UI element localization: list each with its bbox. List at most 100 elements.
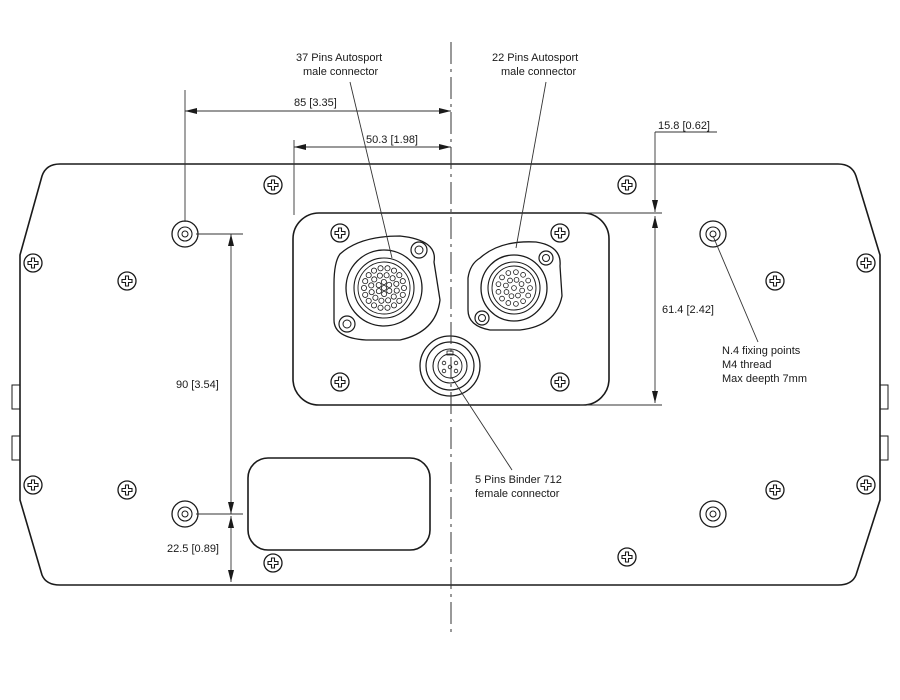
leader-fixing xyxy=(712,235,759,343)
screw-icon xyxy=(263,175,283,195)
screw-icon xyxy=(330,223,350,243)
pin-hole xyxy=(362,278,369,285)
pin-hole xyxy=(499,274,505,281)
pin-hole xyxy=(368,282,375,289)
pin-hole xyxy=(375,282,382,289)
pin-hole xyxy=(499,295,505,302)
screw-icon xyxy=(856,475,876,495)
right-tab-top xyxy=(879,384,889,410)
dimension-90-label: 90 [3.54] xyxy=(176,379,219,391)
label-22-pin-line2: male connector xyxy=(501,66,577,78)
pin-hole xyxy=(495,289,502,295)
pin-hole xyxy=(508,293,515,299)
pin-hole xyxy=(372,294,379,301)
pin-hole xyxy=(368,289,375,296)
pin-hole xyxy=(386,281,393,288)
screw-icon xyxy=(23,475,43,495)
dimension-50-3-label: 50.3 [1.98] xyxy=(366,134,418,146)
dimension-15-8: 15.8 [0.62] xyxy=(580,120,717,214)
pin-hole xyxy=(365,297,372,304)
pin-hole xyxy=(393,287,400,294)
pin-hole xyxy=(525,292,531,299)
pin-hole xyxy=(511,285,517,291)
pin-hole xyxy=(519,287,525,294)
pin-hole xyxy=(507,277,513,284)
fixing-point-icon xyxy=(171,500,199,528)
pin-hole xyxy=(380,278,387,285)
rectangular-cutout xyxy=(247,457,431,551)
label-22-pin-line1: 22 Pins Autosport xyxy=(492,52,578,64)
screw-icon xyxy=(617,547,637,567)
screw-icon xyxy=(23,253,43,273)
dimension-61-4: 61.4 [2.42] xyxy=(580,216,714,406)
pin-hole xyxy=(513,269,519,275)
pin-hole xyxy=(400,284,407,291)
pin-hole xyxy=(525,277,531,284)
pin-hole xyxy=(370,267,377,274)
label-binder-line2: female connector xyxy=(475,488,560,500)
pin-hole xyxy=(371,276,378,283)
leader-37-pin xyxy=(349,81,393,259)
dimension-50-3: 50.3 [1.98] xyxy=(293,134,451,215)
label-37-pin-line2: male connector xyxy=(303,66,379,78)
pin-hole xyxy=(362,291,369,298)
right-tab-bottom xyxy=(879,435,889,461)
dimension-15-8-label: 15.8 [0.62] xyxy=(658,120,710,132)
screw-icon xyxy=(117,271,137,291)
screw-icon xyxy=(550,372,570,392)
dimension-85: 85 [3.35] xyxy=(184,90,451,222)
screw-icon xyxy=(765,480,785,500)
connector-binder-5-pin-icon xyxy=(419,335,481,397)
leader-binder xyxy=(451,377,513,471)
pin-hole xyxy=(384,304,391,311)
pin-hole xyxy=(520,272,526,278)
pin-hole xyxy=(503,289,510,295)
pin-hole xyxy=(381,290,388,297)
fixing-point-icon xyxy=(699,500,727,528)
pin-hole xyxy=(377,304,384,311)
pin-hole xyxy=(515,292,521,299)
label-fixing-line3: Max deepth 7mm xyxy=(722,373,807,385)
pin-hole xyxy=(380,284,387,291)
pin-hole xyxy=(396,297,403,304)
pin-hole xyxy=(370,302,377,309)
dimension-90: 90 [3.54] xyxy=(176,233,243,515)
pin-hole xyxy=(495,281,502,287)
fixing-point-icon xyxy=(171,220,199,248)
screw-icon xyxy=(263,553,283,573)
pin-hole xyxy=(513,301,519,307)
pin-hole xyxy=(360,284,367,291)
left-tab-top xyxy=(11,384,21,410)
label-fixing-line1: N.4 fixing points xyxy=(722,345,801,357)
label-binder-line1: 5 Pins Binder 712 xyxy=(475,474,562,486)
housing-outline xyxy=(19,163,881,586)
connector-22-pin-icon xyxy=(467,241,563,331)
dimension-61-4-label: 61.4 [2.42] xyxy=(662,304,714,316)
label-37-pin-line1: 37 Pins Autosport xyxy=(296,52,382,64)
screw-icon xyxy=(856,253,876,273)
pin-hole xyxy=(390,302,397,309)
screw-icon xyxy=(330,372,350,392)
screw-icon xyxy=(617,175,637,195)
pin-hole xyxy=(399,291,406,298)
connector-37-pin-icon xyxy=(333,235,441,341)
pin-hole xyxy=(383,272,390,279)
pin-hole xyxy=(376,272,383,279)
pin-hole xyxy=(505,300,512,306)
pin-hole xyxy=(365,272,372,279)
pin-hole xyxy=(520,298,526,304)
leader-22-pin xyxy=(515,81,547,249)
screw-icon xyxy=(765,271,785,291)
label-fixing-line2: M4 thread xyxy=(722,359,772,371)
pin-hole xyxy=(377,265,384,272)
screw-icon xyxy=(117,480,137,500)
pin-hole xyxy=(385,297,392,304)
left-tab-bottom xyxy=(11,435,21,461)
pin-hole xyxy=(390,267,397,274)
pin-hole xyxy=(505,270,512,276)
pin-hole xyxy=(399,278,406,285)
dimension-22-5: 22.5 [0.89] xyxy=(167,516,234,582)
pin-hole xyxy=(389,275,396,282)
fixing-point-icon xyxy=(699,220,727,248)
